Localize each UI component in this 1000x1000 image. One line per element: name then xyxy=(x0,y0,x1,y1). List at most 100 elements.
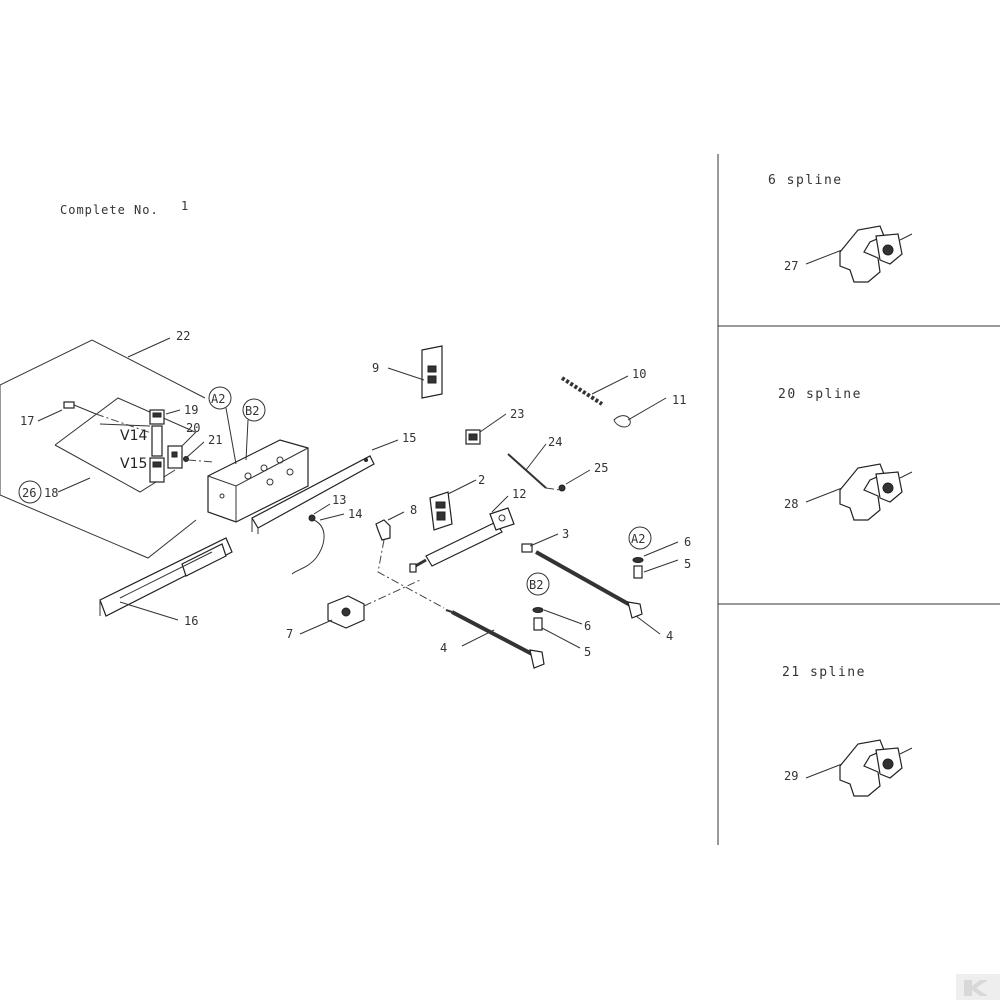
hose-4-right xyxy=(535,550,643,619)
leader-4-right xyxy=(635,615,661,635)
callout-17: 17 xyxy=(20,414,34,428)
callout-13: 13 xyxy=(332,493,346,507)
fitting-5-mid xyxy=(533,617,543,631)
callout-7: 7 xyxy=(286,627,293,641)
hose-4-left xyxy=(445,609,545,669)
callout-5-right: 5 xyxy=(684,557,691,571)
callout-3: 3 xyxy=(562,527,569,541)
bracket-7 xyxy=(327,595,365,629)
callout-23: 23 xyxy=(510,407,524,421)
dash-8 xyxy=(377,539,445,609)
leader-13 xyxy=(313,503,331,515)
washer-6-mid xyxy=(532,607,544,613)
leader-7 xyxy=(299,619,333,635)
callout-28: 28 xyxy=(784,497,798,511)
leader-24 xyxy=(525,443,547,471)
label-plate-9 xyxy=(421,345,443,399)
cap-23 xyxy=(465,429,481,445)
leader-12 xyxy=(491,495,509,513)
leader-27 xyxy=(805,249,843,265)
leader-23 xyxy=(479,413,507,433)
spring-10 xyxy=(560,376,604,406)
leader-21 xyxy=(185,441,205,459)
callout-25: 25 xyxy=(594,461,608,475)
leader-a2-top xyxy=(225,407,237,465)
valve-label-v14: V14 xyxy=(120,428,147,444)
marker-a2-right-label: A2 xyxy=(631,532,645,546)
callout-24: 24 xyxy=(548,435,562,449)
callout-5-mid: 5 xyxy=(584,645,591,659)
callout-27: 27 xyxy=(784,259,798,273)
leader-3 xyxy=(529,533,559,547)
callout-9: 9 xyxy=(372,361,379,375)
leader-v14 xyxy=(99,423,151,427)
dash-24 xyxy=(545,487,561,491)
valve-block-19 xyxy=(149,409,165,483)
leader-10 xyxy=(591,375,629,395)
nut-25 xyxy=(558,484,566,492)
dash-21 xyxy=(187,459,215,463)
callout-6-right: 6 xyxy=(684,535,691,549)
yoke-part-29 xyxy=(839,739,913,797)
rail-15 xyxy=(251,455,375,534)
callout-10: 10 xyxy=(632,367,646,381)
callout-12: 12 xyxy=(512,487,526,501)
rod-24 xyxy=(507,453,547,489)
clip-11 xyxy=(613,415,631,428)
valve-label-v15: V15 xyxy=(120,456,147,472)
leader-11 xyxy=(627,397,667,421)
marker-b2-mid-label: B2 xyxy=(529,578,543,592)
callout-15: 15 xyxy=(402,431,416,445)
leader-6-mid xyxy=(543,609,583,625)
leader-20 xyxy=(181,431,197,447)
callout-2: 2 xyxy=(478,473,485,487)
marker-b2-top-label: B2 xyxy=(245,404,259,418)
leader-8 xyxy=(387,511,405,521)
marker-a2-top-label: A2 xyxy=(211,392,225,406)
leader-25 xyxy=(565,469,591,485)
leader-22 xyxy=(127,337,171,358)
callout-20: 20 xyxy=(186,421,200,435)
panel-title-20-spline: 20 spline xyxy=(778,387,862,402)
control-unit-2 xyxy=(429,491,453,531)
seal-21 xyxy=(183,456,189,462)
hydraulic-cylinder-12 xyxy=(409,507,515,573)
leader-19 xyxy=(165,409,181,415)
leader-17 xyxy=(37,409,63,422)
leader-4-left xyxy=(461,629,495,647)
manifold-block xyxy=(207,439,309,523)
leader-15 xyxy=(371,439,399,451)
callout-6-mid: 6 xyxy=(584,619,591,633)
callout-26-circle xyxy=(18,480,42,504)
panel-title-21-spline: 21 spline xyxy=(782,665,866,680)
marker-b2-top xyxy=(242,398,266,422)
leader-29 xyxy=(805,763,843,779)
leader-6-right xyxy=(643,541,679,557)
leader-b2-top xyxy=(245,419,249,461)
callout-18: 18 xyxy=(44,486,58,500)
leader-2 xyxy=(447,479,477,495)
coil-20 xyxy=(167,445,183,469)
marker-a2-top xyxy=(208,386,232,410)
panel-title-6-spline: 6 spline xyxy=(768,173,843,188)
leader-18 xyxy=(57,477,91,493)
callout-14: 14 xyxy=(348,507,362,521)
rail-16 xyxy=(99,537,233,617)
leader-5-mid xyxy=(541,627,581,649)
callout-11: 11 xyxy=(672,393,686,407)
dash-7 xyxy=(363,579,421,607)
yoke-part-28 xyxy=(839,463,913,521)
leader-16 xyxy=(119,601,179,621)
brand-logo xyxy=(956,974,1000,1000)
callout-29: 29 xyxy=(784,769,798,783)
callout-19: 19 xyxy=(184,403,198,417)
leader-28 xyxy=(805,487,843,503)
callout-4-right: 4 xyxy=(666,629,673,643)
elbow-8 xyxy=(375,519,391,541)
marker-b2-mid xyxy=(526,572,550,596)
callout-26: 26 xyxy=(22,486,36,500)
callout-21: 21 xyxy=(208,433,222,447)
fitting-3 xyxy=(521,543,533,553)
complete-number-label: Complete No. xyxy=(60,203,159,217)
